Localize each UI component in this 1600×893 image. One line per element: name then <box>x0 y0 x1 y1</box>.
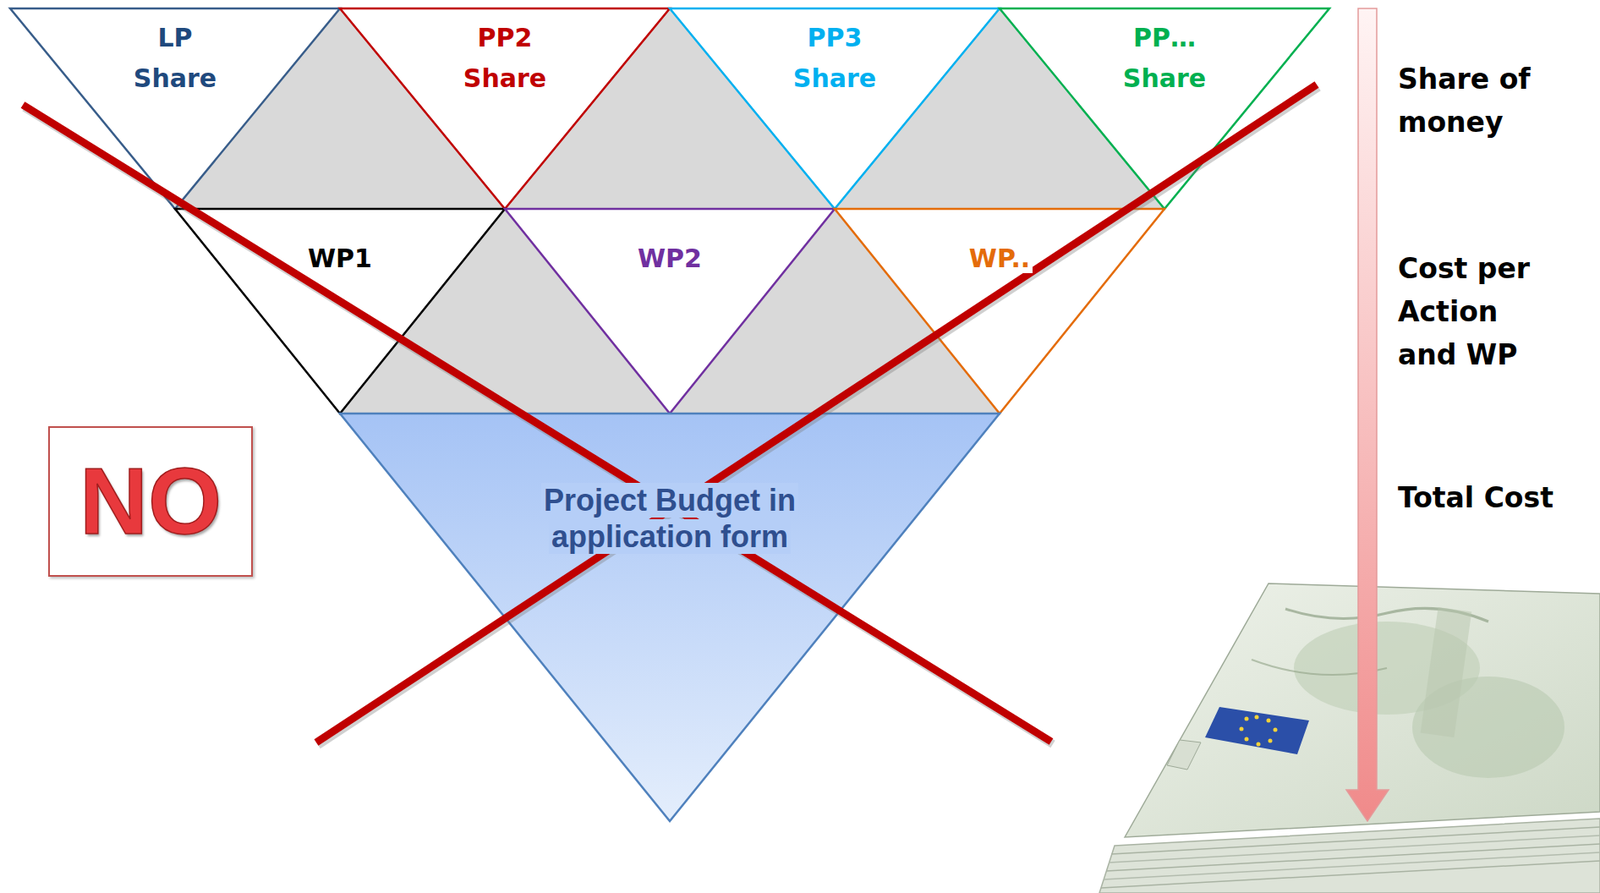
workpackage-triangle: WP2 <box>504 208 835 414</box>
triangle-label: WP2 <box>637 238 702 280</box>
triangle-outline <box>175 208 505 414</box>
triangle-label: WP1 <box>307 238 373 280</box>
share-triangle: PP2 Share <box>339 8 670 209</box>
text-wrap: Project Budget in application form <box>500 482 839 555</box>
axis-label: Cost per Action and WP <box>1397 246 1555 377</box>
triangle-label: WP.. <box>966 243 1033 274</box>
stamp-text: NO <box>79 450 222 553</box>
triangle-label: Project Budget in application form <box>541 482 799 554</box>
workpackage-triangle: WP1 <box>175 208 505 414</box>
triangle-label: PP3 Share <box>779 17 890 99</box>
triangle-outline <box>504 208 835 414</box>
share-triangle: PP3 Share <box>669 8 1000 209</box>
no-stamp: NO <box>48 426 253 577</box>
triangle-outline <box>339 413 1000 822</box>
text-wrap: WP.. <box>966 238 1033 280</box>
triangle-label: LP Share <box>120 17 231 99</box>
share-triangle: LP Share <box>10 8 340 209</box>
axis-label: Total Cost <box>1397 476 1554 520</box>
budget-triangle: Project Budget in application form <box>339 413 1000 822</box>
triangle-label: PP2 Share <box>449 17 560 99</box>
triangle-outline <box>834 208 1165 414</box>
axis-label: Share of money <box>1397 57 1555 144</box>
flow-arrow <box>1346 8 1389 822</box>
triangle-label: PP… Share <box>1109 17 1220 99</box>
grey-gaps <box>175 8 1165 414</box>
money-stack <box>1099 583 1600 893</box>
workpackage-triangle: WP.. <box>834 208 1165 414</box>
